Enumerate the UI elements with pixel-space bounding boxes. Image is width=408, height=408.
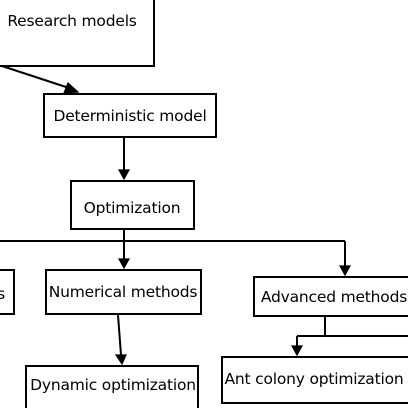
node-left-partial-label: s (0, 285, 5, 303)
node-deterministic-model-label: Deterministic model (53, 107, 206, 125)
node-dynamic-optimization-box (25, 365, 199, 408)
node-numerical-methods: Numerical methods (45, 269, 202, 315)
node-deterministic-model: Deterministic model (43, 93, 217, 138)
node-research-models-label: Research models (7, 12, 136, 30)
node-numerical-methods-box (45, 269, 202, 315)
node-advanced-methods-label: Advanced methods (261, 288, 407, 306)
edge-numerical-to-dynamic (117, 314, 122, 356)
arrow-head-numerical (117, 258, 131, 270)
node-advanced-methods: Advanced methods (253, 276, 408, 317)
arrow-head-dynamic (114, 354, 127, 366)
node-dynamic-optimization-label: Dynamic optimization (30, 376, 196, 394)
arrow-head-optimization (117, 169, 131, 181)
arrow-head-deterministic (63, 81, 80, 94)
edge-research-to-deterministic (1, 65, 70, 89)
node-left-partial-box (0, 269, 15, 315)
node-ant-colony-optimization-box (221, 356, 408, 404)
node-optimization: Optimization (70, 180, 195, 230)
node-numerical-methods-label: Numerical methods (49, 283, 198, 301)
arrow-head-antcolony (290, 345, 304, 357)
node-deterministic-model-box (43, 93, 217, 138)
node-ant-colony-optimization: Ant colony optimization (221, 356, 408, 404)
node-optimization-box (70, 180, 195, 230)
node-ant-colony-optimization-label: Ant colony optimization (225, 370, 404, 388)
node-advanced-methods-box (253, 276, 408, 317)
node-dynamic-optimization: Dynamic optimization (25, 365, 199, 408)
edges (0, 65, 408, 366)
arrow-head-advanced (338, 265, 352, 277)
node-optimization-label: Optimization (84, 199, 181, 217)
node-research-models-box (0, 0, 155, 67)
node-left-partial: s (0, 269, 15, 315)
node-research-models: Research models (0, 0, 155, 67)
